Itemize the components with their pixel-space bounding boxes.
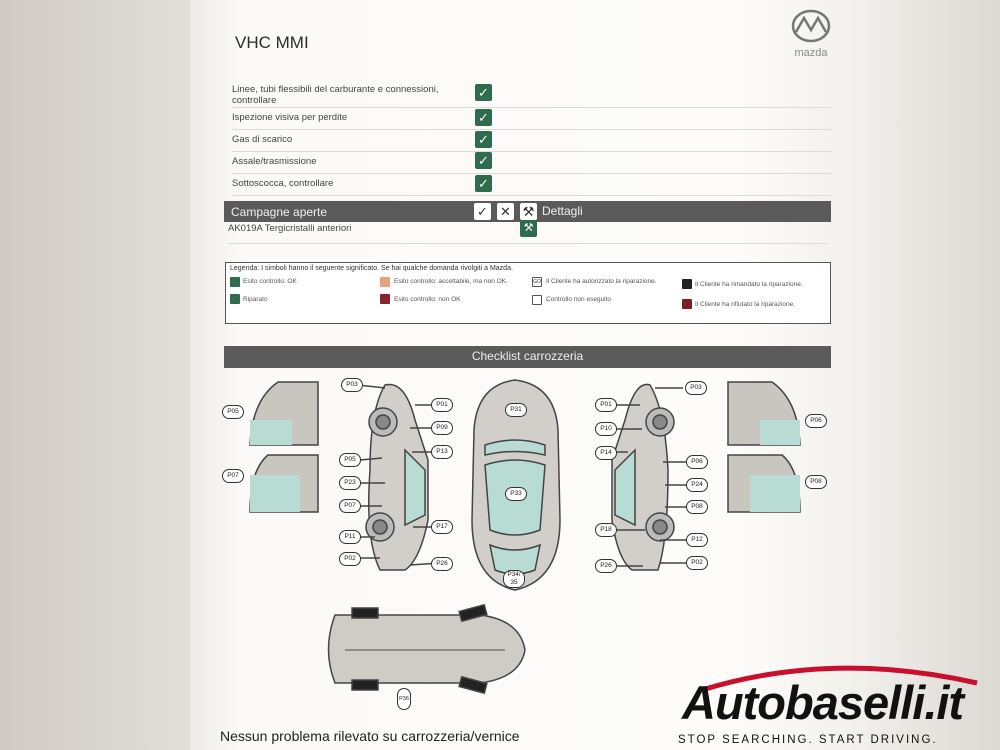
campaign-row: AK019A Tergicristalli anteriori ⚒ — [228, 220, 828, 244]
part-tag: P06 — [805, 414, 827, 428]
part-tag: P09 — [431, 421, 453, 435]
part-tag: P01 — [431, 398, 453, 412]
campaigns-header-bar: Campagne aperte ✓ ✕ ⚒ Dettagli — [224, 201, 831, 222]
legend-box: Legenda: I simboli hanno il seguente sig… — [225, 262, 831, 324]
part-tag: P14 — [595, 446, 617, 460]
part-tag: P13 — [431, 445, 453, 459]
part-tag: P10 — [595, 422, 617, 436]
part-tag: P26 — [595, 559, 617, 573]
campaign-item: AK019A Tergicristalli anteriori — [228, 223, 352, 234]
bodywork-header-bar: Checklist carrozzeria — [224, 346, 831, 368]
part-tag: P08 — [686, 500, 708, 514]
check-row: Linee, tubi flessibili del carburante e … — [232, 82, 832, 108]
part-tag: P08 — [805, 475, 827, 489]
refused-icon — [682, 299, 692, 309]
part-tag: P24 — [686, 478, 708, 492]
part-tag: P07 — [222, 469, 244, 483]
page-title: VHC MMI — [235, 33, 309, 52]
background-right — [850, 0, 1000, 750]
bodywork-result: Nessun problema rilevato su carrozzeria/… — [220, 728, 520, 744]
part-tag: P26 — [431, 557, 453, 571]
part-tag: P34/ 35 — [503, 570, 525, 588]
campaigns-header: Campagne aperte — [231, 205, 328, 219]
cross-icon: ✕ — [497, 203, 514, 220]
part-tag: P31 — [505, 403, 527, 417]
check-icon: ✓ — [474, 203, 491, 220]
part-tag: P01 — [595, 398, 617, 412]
part-tag: P03 — [685, 381, 707, 395]
swoosh-icon — [701, 665, 978, 693]
legend-not-ok: Esito controllo: non OK — [394, 296, 461, 303]
legend-not-done: Controllo non eseguito — [546, 296, 612, 303]
check-label: Linee, tubi flessibili del carburante e … — [232, 84, 439, 106]
watermark-tagline: STOP SEARCHING. START DRIVING. — [678, 734, 938, 746]
postponed-icon — [682, 279, 692, 289]
repaired-icon — [230, 294, 240, 304]
part-tag: P02 — [686, 556, 708, 570]
part-tag: P07 — [339, 499, 361, 513]
check-label: Assale/trasmissione — [232, 156, 317, 167]
check-label: Sottoscocca, controllare — [232, 178, 334, 189]
not-done-icon — [532, 295, 542, 305]
not-ok-icon — [380, 294, 390, 304]
check-row: Sottoscocca, controllare ✓ — [232, 174, 832, 196]
part-tag: P05 — [339, 453, 361, 467]
legend-refused: Il Cliente ha rifiutato la riparazione. — [695, 301, 796, 308]
part-tag: P02 — [339, 552, 361, 566]
inspection-sheet — [190, 0, 870, 750]
legend-authorized: Il Cliente ha autorizzato la riparazione… — [546, 278, 657, 285]
check-ok-icon: ✓ — [475, 109, 492, 126]
watermark: Autobaselli.it STOP SEARCHING. START DRI… — [678, 665, 982, 750]
part-tag: P03 — [341, 378, 363, 392]
wrench-icon: ⚒ — [520, 203, 537, 220]
part-tag: P11 — [339, 530, 361, 544]
part-tag: P18 — [595, 523, 617, 537]
legend-acceptable: Esito controllo: accettabile, ma non OK. — [394, 278, 508, 285]
bodywork-header: Checklist carrozzeria — [471, 349, 584, 363]
details-label: Dettagli — [542, 204, 583, 218]
ok-icon — [230, 277, 240, 287]
check-label: Gas di scarico — [232, 134, 293, 145]
legend-ok: Esito controllo: OK — [243, 278, 297, 285]
background-left — [0, 0, 215, 750]
go-icon: GO — [532, 277, 542, 287]
acceptable-icon — [380, 277, 390, 287]
check-row: Ispezione visiva per perdite ✓ — [232, 108, 832, 130]
watermark-name: Autobaselli.it — [682, 676, 964, 729]
check-ok-icon: ✓ — [475, 175, 492, 192]
check-row: Assale/trasmissione ✓ — [232, 152, 832, 174]
check-ok-icon: ✓ — [475, 152, 492, 169]
repaired-wrench-icon: ⚒ — [520, 220, 537, 237]
logo-text: mazda — [794, 47, 828, 59]
check-row: Gas di scarico ✓ — [232, 130, 832, 152]
part-tag: P23 — [339, 476, 361, 490]
check-ok-icon: ✓ — [475, 131, 492, 148]
check-ok-icon: ✓ — [475, 84, 492, 101]
part-tag: P33 — [505, 487, 527, 501]
part-tag: P17 — [431, 520, 453, 534]
legend-postponed: Il Cliente ha rimandato la riparazione. — [695, 281, 803, 288]
part-tag: P05 — [222, 405, 244, 419]
part-tag: P06 — [686, 455, 708, 469]
check-label: Ispezione visiva per perdite — [232, 112, 348, 123]
legend-repaired: Riparato — [243, 296, 268, 303]
part-tag: P12 — [686, 533, 708, 547]
underbody-view — [327, 614, 526, 684]
legend-title: Legenda: I simboli hanno il seguente sig… — [230, 265, 513, 272]
part-tag: P36 — [397, 688, 411, 710]
mazda-logo: mazda — [782, 8, 840, 60]
